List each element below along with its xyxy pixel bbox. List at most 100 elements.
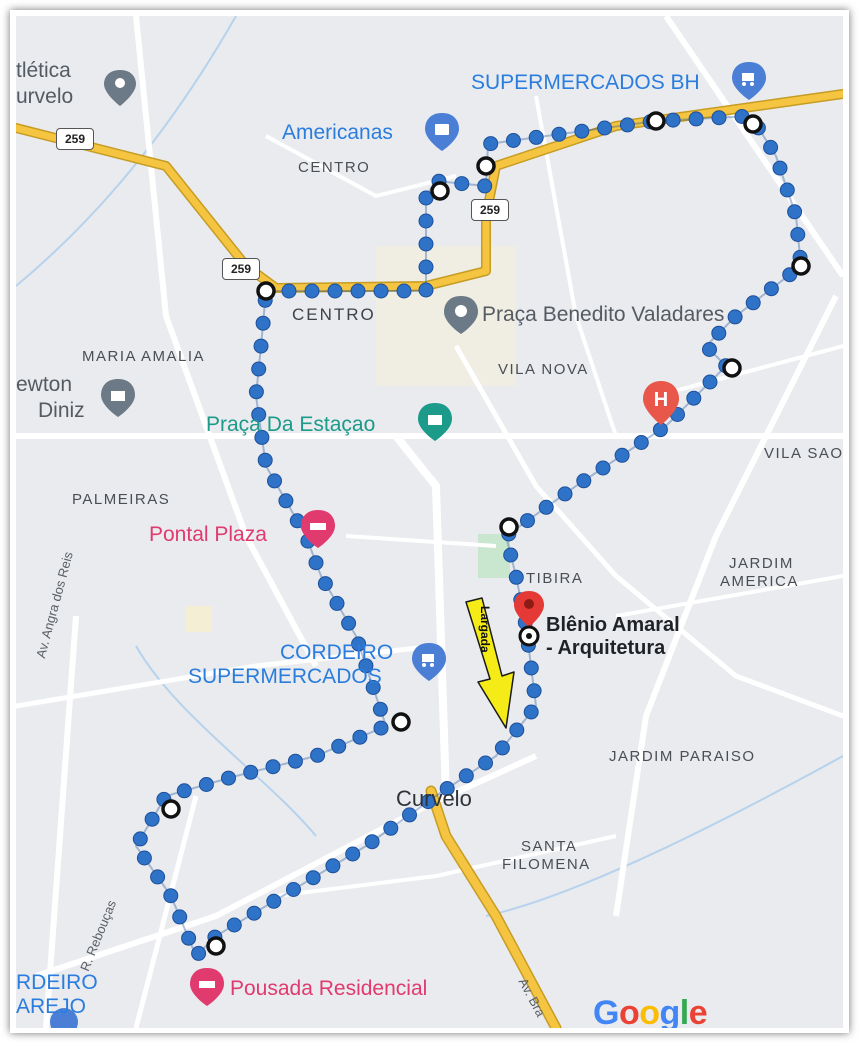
route-waypoint [743, 114, 763, 134]
highway-network [16, 89, 843, 1028]
route-waypoint [430, 181, 450, 201]
route-dot [304, 283, 320, 299]
route-dot [365, 680, 381, 695]
poi-label[interactable]: AREJO [16, 995, 87, 1018]
route-dot [246, 905, 262, 921]
area-label: PALMEIRAS [72, 491, 171, 508]
route-dot [254, 429, 270, 445]
route-dot [686, 390, 702, 406]
route-dot [551, 126, 567, 142]
route-dot [576, 473, 592, 489]
route-dot [317, 576, 333, 592]
route-dot [665, 112, 681, 128]
poi-label[interactable]: CORDEIRO [280, 641, 394, 664]
route-dot [226, 917, 242, 933]
route-dot [505, 133, 521, 148]
area-label: TIBIRA [526, 570, 584, 587]
route-dot [305, 870, 321, 886]
route-dot [364, 834, 380, 850]
store-pin-icon [50, 1008, 78, 1028]
area-label: SANTA [521, 838, 578, 855]
city-label: Curvelo [396, 786, 472, 811]
route-dot [595, 460, 611, 476]
route-dot [418, 213, 434, 229]
poi-label[interactable]: Praça Da Estaçao [206, 413, 376, 436]
poi-label[interactable]: Praça Benedito Valadares [482, 303, 725, 326]
route-waypoint [791, 256, 811, 276]
route-dot [711, 110, 727, 126]
route-dot [253, 338, 269, 354]
map-canvas[interactable]: H [16, 16, 843, 1028]
route-dot [176, 783, 192, 799]
route-dot [538, 499, 554, 515]
start-label: Largada [478, 606, 492, 653]
map-graphics: H [16, 16, 843, 1028]
route-dot [373, 720, 389, 736]
route-dot [132, 831, 148, 847]
route-waypoint [206, 936, 226, 956]
route-dot [352, 729, 368, 745]
route-dot [652, 422, 668, 438]
route-dot [454, 176, 470, 192]
hotel-bed-icon [301, 510, 335, 548]
route-dot [308, 555, 324, 571]
route-dot [266, 893, 282, 909]
destination-name-line2: - Arquitetura [546, 637, 666, 659]
route-dot [265, 759, 281, 775]
stream [485, 755, 843, 917]
route-dot [557, 486, 573, 502]
route-dot [243, 764, 259, 780]
route-dot [614, 447, 630, 463]
hospital-icon: H [654, 389, 668, 411]
route-dot [523, 660, 539, 676]
route-dot [509, 722, 525, 738]
poi-label[interactable]: ewton [16, 373, 73, 396]
poi-label[interactable]: SUPERMERCADOS BH [471, 71, 700, 94]
route-dot [341, 615, 357, 631]
route-dot [221, 770, 236, 786]
destination-pin-icon[interactable] [514, 591, 544, 627]
route-dot [402, 807, 417, 823]
route-dot [503, 547, 519, 563]
poi-label[interactable]: tlética [16, 59, 71, 82]
route-dot [420, 794, 436, 810]
area-label: JARDIM PARAISO [609, 748, 756, 765]
highway-shield: 259 [56, 128, 94, 150]
poi-label[interactable]: Diniz [38, 399, 85, 422]
route-dot [418, 282, 434, 298]
route-dot [790, 227, 806, 242]
route-waypoint [499, 517, 519, 537]
poi-label[interactable]: urvelo [16, 85, 74, 108]
area-label: VILA SAO [764, 445, 843, 462]
route-dot [477, 178, 493, 194]
route-dot [144, 811, 160, 827]
route-dot [574, 123, 590, 139]
route-dot [418, 236, 434, 252]
destination-name-line1: Blênio Amaral [546, 614, 680, 636]
poi-label[interactable]: RDEIRO [16, 971, 98, 994]
street-network [16, 16, 843, 1028]
stream [135, 645, 317, 837]
route-dot [688, 111, 704, 127]
poi-label[interactable]: SUPERMERCADOS [188, 665, 382, 688]
hospital-marker[interactable]: H [643, 381, 679, 425]
route-dot [745, 295, 761, 311]
poi-label[interactable]: Americanas [282, 121, 393, 144]
route-dot [373, 283, 389, 299]
route-waypoint [476, 156, 496, 176]
route-dot [439, 781, 455, 796]
route-dot [711, 325, 727, 341]
hotel-bed-icon [190, 968, 224, 1006]
museum-icon [101, 379, 135, 417]
area-label: VILA NOVA [498, 361, 589, 378]
route-dot [633, 435, 649, 450]
destination-label[interactable]: Blênio Amaral - Arquitetura [546, 614, 680, 660]
start-arrow-icon [465, 597, 515, 729]
route-dot [286, 882, 301, 897]
route-waypoint [391, 712, 411, 732]
route-dot [150, 869, 166, 885]
route-dot [325, 858, 341, 874]
poi-label[interactable]: Pousada Residencial [230, 977, 428, 1000]
poi-label[interactable]: Pontal Plaza [149, 523, 267, 546]
route-dot [418, 190, 434, 206]
